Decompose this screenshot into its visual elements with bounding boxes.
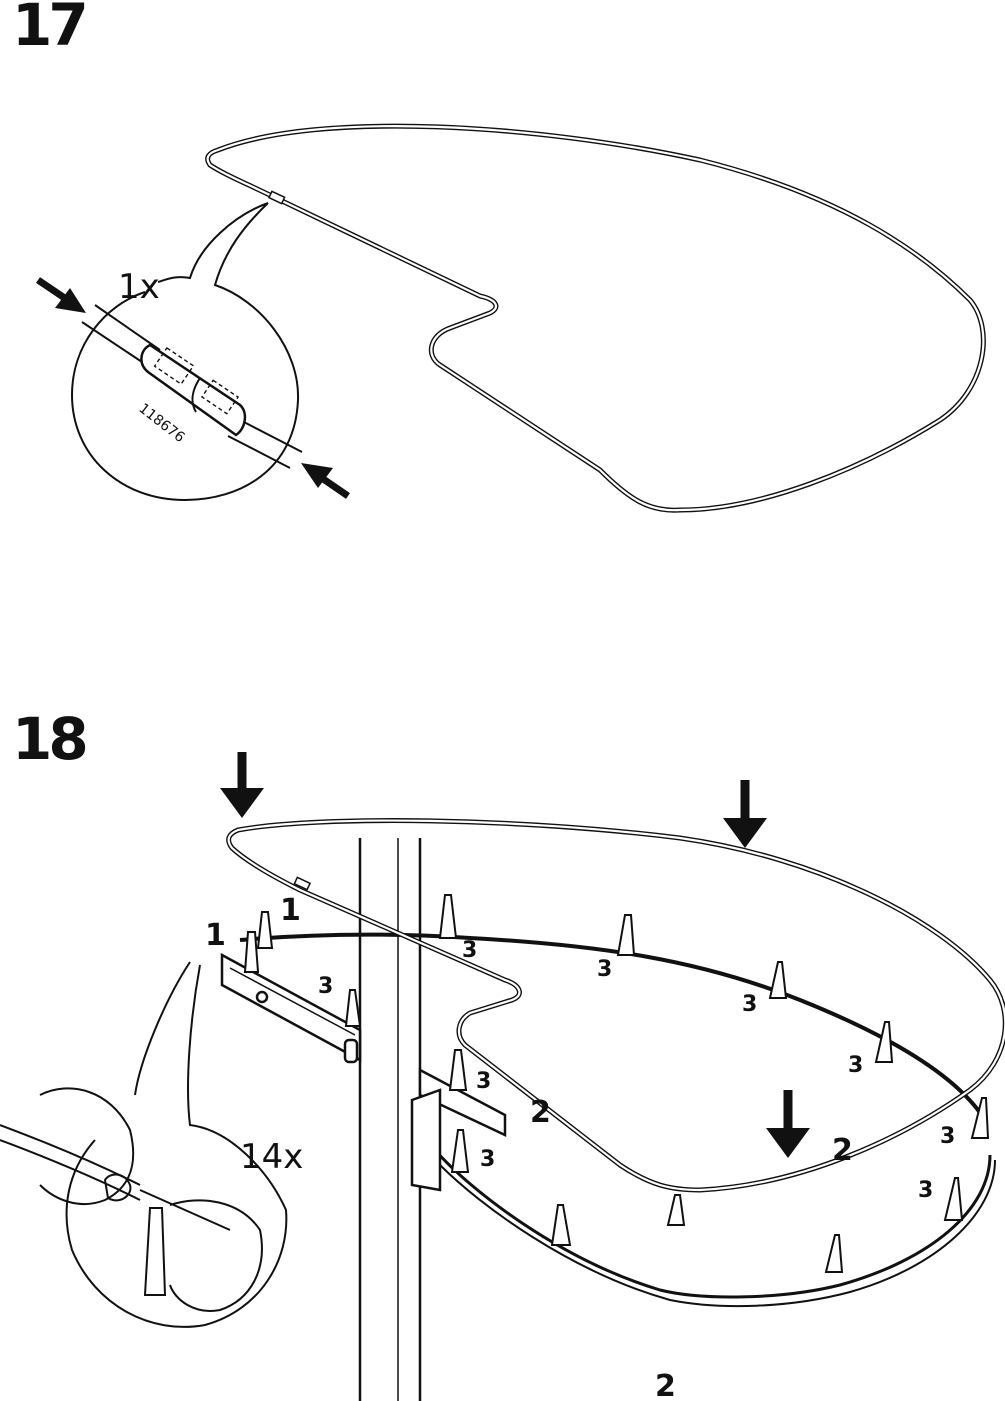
push-down-arrow-center-icon [766,1090,810,1158]
label-3: 3 [318,974,333,999]
label-3: 3 [476,1069,491,1094]
wire-frame-18 [229,821,1005,1190]
label-3: 3 [742,992,757,1017]
connector-detail-bubble [72,203,302,500]
label-3: 3 [848,1053,863,1078]
wire-frame-17 [208,126,984,510]
part-number-label: 118676 [136,401,188,447]
push-down-arrow-right-icon [723,780,767,848]
label-2: 2 [655,1369,676,1401]
label-3: 3 [918,1178,933,1203]
step-17-quantity: 1x [118,267,160,307]
step-18-illustration: 14x 1 1 3 3 3 3 3 3 3 3 3 2 2 2 [0,752,1005,1401]
label-1: 1 [205,918,226,953]
part-labels: 1 1 3 3 3 3 3 3 3 3 3 2 2 2 [205,893,955,1401]
label-1: 1 [280,893,301,928]
step-18-quantity: 14x [240,1137,303,1177]
label-3: 3 [940,1124,955,1149]
label-3: 3 [480,1147,495,1172]
push-arrow-right-icon [301,463,348,496]
label-2: 2 [832,1133,853,1168]
step-17-illustration: 1x 118676 [38,126,983,510]
label-3: 3 [462,938,477,963]
push-down-arrow-left-icon [220,752,264,818]
label-3: 3 [597,957,612,982]
push-arrow-left-icon [38,280,86,313]
label-2: 2 [530,1095,551,1130]
